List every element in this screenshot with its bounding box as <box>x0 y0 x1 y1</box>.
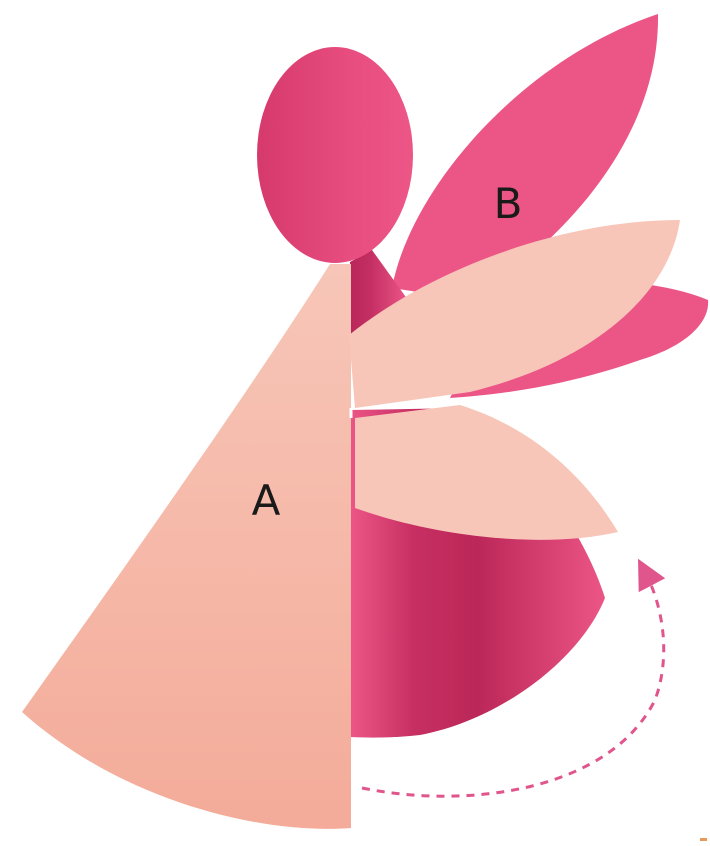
piece-a-lower-wing <box>355 405 618 540</box>
label-b: B <box>494 179 523 228</box>
piece-a-cone <box>22 264 351 829</box>
piece-b-head <box>257 47 413 263</box>
piece-a <box>22 220 680 829</box>
corner-mark <box>700 838 707 841</box>
label-a: A <box>252 476 281 525</box>
